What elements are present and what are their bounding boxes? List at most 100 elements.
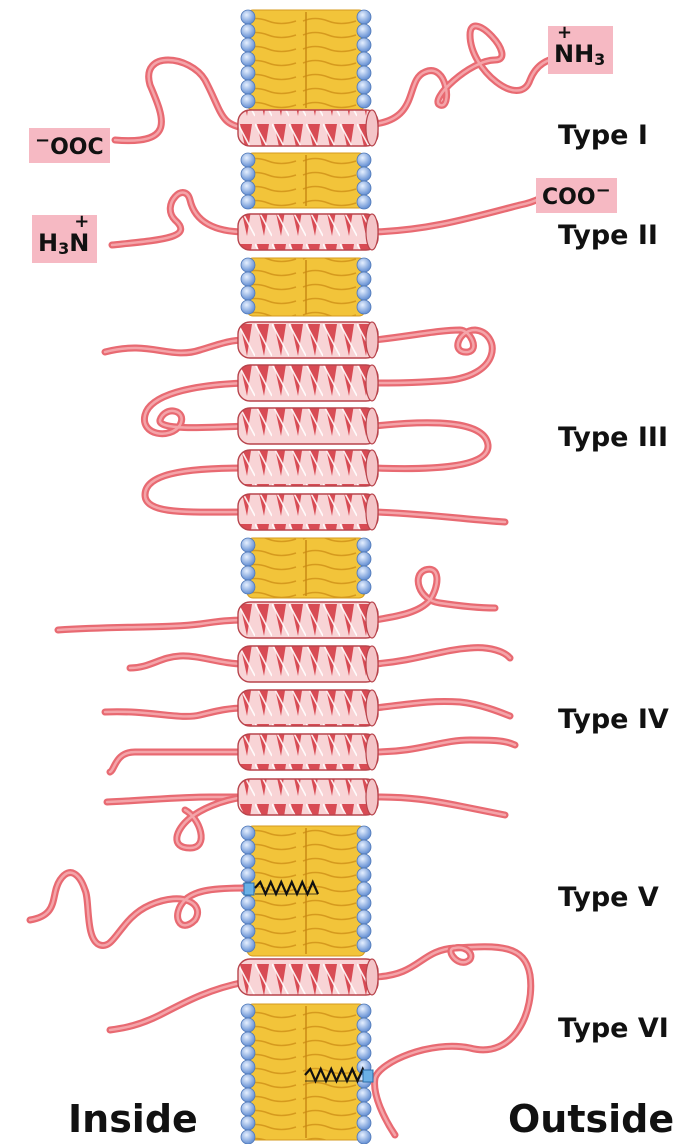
lipid-head xyxy=(357,854,371,868)
lipid-head xyxy=(241,826,255,840)
alpha-helix xyxy=(238,494,378,530)
lipid-head xyxy=(357,840,371,854)
lipid-head xyxy=(241,300,255,314)
helix-end-cap xyxy=(366,450,378,486)
lipid-bilayer xyxy=(241,538,371,598)
alpha-helix xyxy=(238,734,378,770)
type-1-label: Type I xyxy=(558,122,648,149)
lipid-head xyxy=(241,94,255,108)
lipid-head xyxy=(241,24,255,38)
polypeptide-chain xyxy=(30,873,247,946)
lipid-head xyxy=(241,286,255,300)
lipid-head xyxy=(241,938,255,952)
lipid-head xyxy=(357,10,371,24)
lipid-head xyxy=(357,1088,371,1102)
lipid-head xyxy=(357,153,371,167)
polypeptide-chain xyxy=(177,797,245,848)
helix-body xyxy=(238,779,378,815)
type-4-label: Type IV xyxy=(558,706,669,733)
lipid-head xyxy=(241,167,255,181)
alpha-helix xyxy=(238,646,378,682)
alpha-helix xyxy=(238,779,378,815)
polypeptide-chain xyxy=(112,193,245,245)
lipid-head xyxy=(241,52,255,66)
chain-highlight xyxy=(115,60,245,141)
helix-body xyxy=(238,494,378,530)
lipid-head xyxy=(357,882,371,896)
lipid-head xyxy=(241,66,255,80)
lipid-head xyxy=(241,38,255,52)
lipid-bilayer xyxy=(241,153,371,209)
type-3-label: Type III xyxy=(558,424,668,451)
helix-end-cap xyxy=(366,959,378,995)
helix-body xyxy=(238,602,378,638)
type1-n-terminus-label: +NH3 xyxy=(548,26,613,74)
polypeptide-chain xyxy=(145,468,245,512)
lipid-head xyxy=(241,1074,255,1088)
helix-body xyxy=(238,214,378,250)
helix-end-cap xyxy=(366,494,378,530)
lipid-head xyxy=(241,1004,255,1018)
helix-end-cap xyxy=(366,365,378,401)
helix-end-cap xyxy=(366,602,378,638)
lipid-head xyxy=(357,24,371,38)
helix-body xyxy=(238,110,378,146)
lipid-head xyxy=(357,924,371,938)
lipid-head xyxy=(357,938,371,952)
lipid-head xyxy=(241,538,255,552)
anchor-head xyxy=(244,883,254,895)
lipid-head xyxy=(357,1102,371,1116)
chain-highlight xyxy=(375,196,545,232)
inside-label: Inside xyxy=(68,1100,198,1138)
type-6-label: Type VI xyxy=(558,1015,669,1042)
lipid-head xyxy=(357,868,371,882)
lipid-head xyxy=(241,1130,255,1144)
helix-body xyxy=(238,690,378,726)
lipid-head xyxy=(357,52,371,66)
lipid-head xyxy=(357,1046,371,1060)
lipid-head xyxy=(241,272,255,286)
alpha-helix xyxy=(238,322,378,358)
lipid-head xyxy=(357,1018,371,1032)
lipid-head xyxy=(241,1032,255,1046)
helix-end-cap xyxy=(366,734,378,770)
lipid-head xyxy=(357,286,371,300)
alpha-helix xyxy=(238,690,378,726)
anchor-head xyxy=(363,1070,373,1082)
polypeptide-chain xyxy=(375,569,495,620)
lipid-head xyxy=(241,181,255,195)
lipid-head xyxy=(241,910,255,924)
lipid-head xyxy=(241,80,255,94)
lipid-head xyxy=(357,552,371,566)
lipid-head xyxy=(241,854,255,868)
helix-end-cap xyxy=(366,690,378,726)
helix-body xyxy=(238,408,378,444)
lipid-head xyxy=(241,1018,255,1032)
lipid-head xyxy=(241,1088,255,1102)
helix-end-cap xyxy=(366,779,378,815)
lipid-head xyxy=(241,924,255,938)
helix-body xyxy=(238,734,378,770)
alpha-helix xyxy=(238,214,378,250)
lipid-head xyxy=(241,153,255,167)
lipid-head xyxy=(357,566,371,580)
type-2-label: Type II xyxy=(558,222,658,249)
type2-c-terminus-label: COO− xyxy=(536,178,617,213)
lipid-head xyxy=(357,300,371,314)
alpha-helix xyxy=(238,408,378,444)
polypeptide-chain xyxy=(375,196,545,232)
type1-c-terminus-label: −OOC xyxy=(29,128,110,163)
lipid-head xyxy=(357,1032,371,1046)
alpha-helix xyxy=(238,365,378,401)
lipid-head xyxy=(357,66,371,80)
lipid-head xyxy=(357,826,371,840)
lipid-head xyxy=(357,910,371,924)
helix-body xyxy=(238,322,378,358)
lipid-head xyxy=(357,1130,371,1144)
lipid-head xyxy=(241,868,255,882)
lipid-head xyxy=(357,1116,371,1130)
helix-body xyxy=(238,450,378,486)
helix-end-cap xyxy=(366,646,378,682)
lipid-head xyxy=(241,258,255,272)
lipid-head xyxy=(357,94,371,108)
